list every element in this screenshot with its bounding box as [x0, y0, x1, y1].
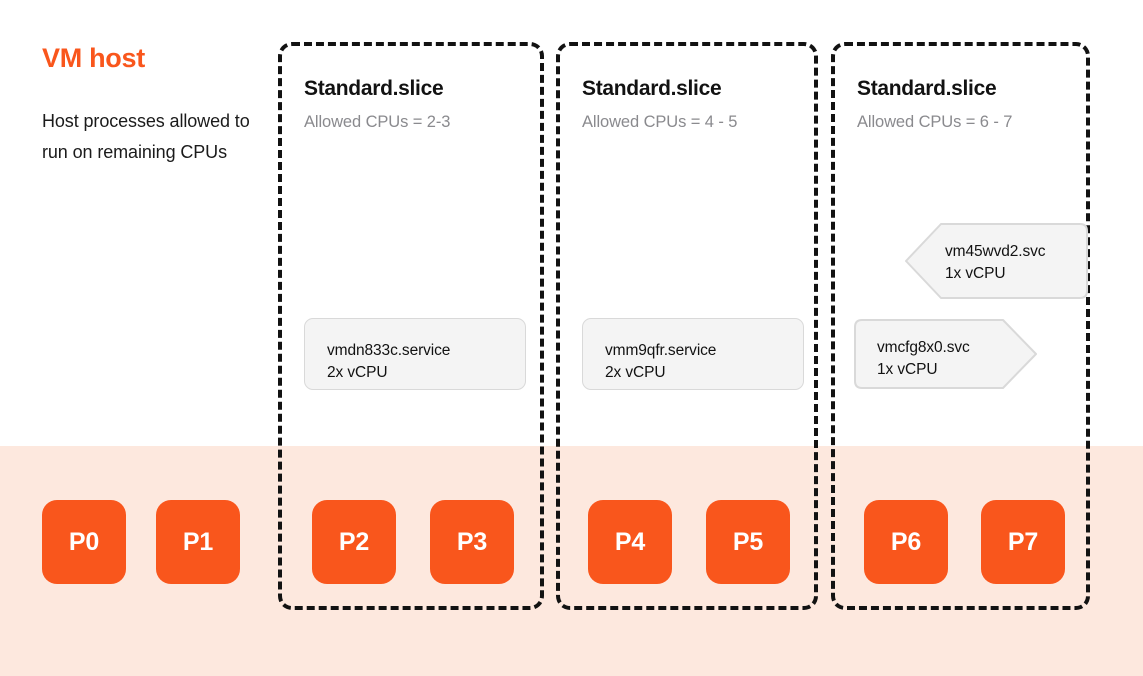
slice-container-0[interactable]: Standard.slice Allowed CPUs = 2-3 vmdn83… [278, 42, 544, 610]
slice-allowed-cpus: Allowed CPUs = 4 - 5 [582, 113, 738, 132]
service-name: vmcfg8x0.svc [877, 339, 970, 356]
cpu-block-p4[interactable]: P4 [588, 500, 672, 584]
slice-header-2: Standard.slice Allowed CPUs = 6 - 7 [857, 76, 1076, 133]
slice-title: Standard.slice [857, 77, 997, 100]
page-title: VM host [42, 43, 145, 73]
cpu-block-p3[interactable]: P3 [430, 500, 514, 584]
legend-block: VM host Host processes allowed to run on… [42, 43, 257, 168]
service-box[interactable]: vmdn833c.service 2x vCPU [304, 318, 526, 390]
service-box-arrow-left[interactable]: vm45wvd2.svc 1x vCPU [903, 222, 1089, 300]
slice-header-1: Standard.slice Allowed CPUs = 4 - 5 [582, 76, 804, 133]
cpu-block-p0[interactable]: P0 [42, 500, 126, 584]
arrow-right-shape-icon [854, 319, 1037, 389]
cpu-block-p6[interactable]: P6 [864, 500, 948, 584]
service-name: vmdn833c.service [327, 342, 451, 359]
service-box[interactable]: vmm9qfr.service 2x vCPU [582, 318, 804, 390]
slice-container-1[interactable]: Standard.slice Allowed CPUs = 4 - 5 vmm9… [556, 42, 818, 610]
slice-title: Standard.slice [304, 77, 444, 100]
service-vcpu: 1x vCPU [945, 265, 1006, 282]
service-vcpu: 1x vCPU [877, 361, 938, 378]
service-text: vm45wvd2.svc 1x vCPU [945, 241, 1046, 285]
service-vcpu: 2x vCPU [605, 364, 666, 381]
legend-description: Host processes allowed to run on remaini… [42, 110, 250, 162]
slice-header-0: Standard.slice Allowed CPUs = 2-3 [304, 76, 530, 133]
service-box-arrow-right[interactable]: vmcfg8x0.svc 1x vCPU [853, 318, 1039, 390]
arrow-left-shape-icon [905, 223, 1088, 299]
cpu-block-p1[interactable]: P1 [156, 500, 240, 584]
service-name: vmm9qfr.service [605, 342, 717, 359]
slice-title: Standard.slice [582, 77, 722, 100]
service-text: vmcfg8x0.svc 1x vCPU [877, 337, 970, 381]
service-vcpu: 2x vCPU [327, 364, 388, 381]
slice-allowed-cpus: Allowed CPUs = 2-3 [304, 113, 451, 132]
service-name: vm45wvd2.svc [945, 243, 1046, 260]
cpu-block-p7[interactable]: P7 [981, 500, 1065, 584]
cpu-block-p5[interactable]: P5 [706, 500, 790, 584]
slice-container-2[interactable]: Standard.slice Allowed CPUs = 6 - 7 vm45… [831, 42, 1090, 610]
slice-allowed-cpus: Allowed CPUs = 6 - 7 [857, 113, 1013, 132]
cpu-block-p2[interactable]: P2 [312, 500, 396, 584]
